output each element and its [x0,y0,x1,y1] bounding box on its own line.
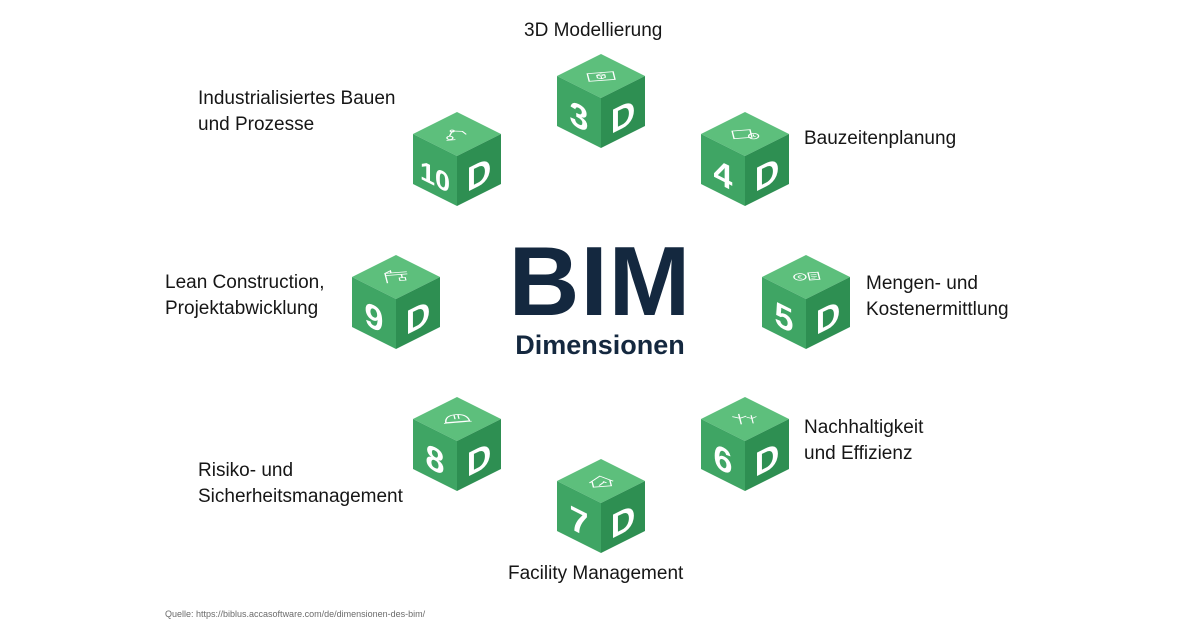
cube-right-face [806,277,850,349]
label-8d: Risiko- und Sicherheitsmanagement [198,460,403,507]
cube-7d: 7 D [553,455,649,555]
crane-icon [384,270,408,284]
label-7d: Facility Management [508,563,684,584]
cube-5d: € 5 D [758,251,854,351]
cube-left-face [413,134,457,206]
schedule-icon [731,129,760,140]
cube-number-label: 4 [714,150,733,198]
cube-4d: 4 D [697,108,793,208]
wind-turbine-icon [732,413,757,425]
cost-icon: € [793,271,821,281]
cube-left-face [701,134,745,206]
cube-right-face [457,134,501,206]
cube-number-label: 9 [365,293,384,341]
cube-number-label: 8 [426,435,445,483]
label-9d: Lean Construction, Projektabwicklung [165,272,325,319]
label-10d: Industrialisiertes Bauen und Prozesse [198,88,396,135]
cube-left-face [557,76,601,148]
label-4d: Bauzeitenplanung [804,128,957,149]
cube-right-face [601,76,645,148]
cube-right-face [601,481,645,553]
label-5d: Mengen- und Kostenermittlung [866,273,1009,320]
cube-left-face [701,419,745,491]
cube-left-face [762,277,806,349]
cube-number-label: 6 [714,435,733,483]
cube-3d: 3 D [553,50,649,150]
box-model-icon [586,71,616,82]
cube-number-label: 7 [570,497,589,545]
title-main: BIM [508,226,692,336]
cube-left-face [352,277,396,349]
cube-9d: 9 D [348,251,444,351]
cube-10d: 10 D [409,108,505,208]
cube-8d: 8 D [409,393,505,493]
cube-left-face [413,419,457,491]
house-tool-icon [588,475,614,488]
cube-number-label: 3 [570,92,589,140]
label-3d: 3D Modellierung [524,20,663,41]
svg-text:€: € [797,274,803,280]
cube-right-face [457,419,501,491]
cube-right-face [745,419,789,491]
bim-title: BIM Dimensionen [508,226,692,361]
cube-number-label: 5 [775,293,794,341]
hard-hat-icon [443,414,472,424]
cube-left-face [557,481,601,553]
robot-arm-icon [446,129,467,141]
source-citation: Quelle: https://biblus.accasoftware.com/… [165,609,426,619]
cube-right-face [745,134,789,206]
cube-right-face [396,277,440,349]
title-sub: Dimensionen [515,330,685,360]
cube-6d: 6 D [697,393,793,493]
label-6d: Nachhaltigkeit und Effizienz [804,417,924,464]
